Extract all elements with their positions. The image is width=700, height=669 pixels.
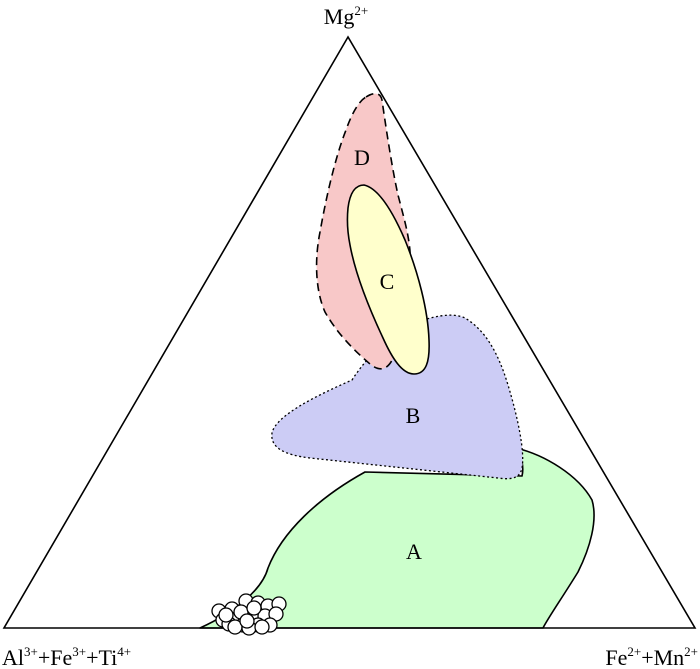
- sample-point: [246, 600, 262, 616]
- field-label-b: B: [406, 403, 421, 428]
- vertex-label-top: Mg2+: [324, 3, 368, 29]
- vertex-bl-sup3: 4+: [117, 644, 131, 659]
- field-label-c: C: [380, 269, 395, 294]
- sample-points: [211, 593, 287, 636]
- field-c: [346, 184, 430, 375]
- field-label-d: D: [354, 145, 370, 170]
- sample-point: [254, 619, 270, 635]
- vertex-bl-part2: +Fe: [38, 645, 72, 669]
- vertex-br-part1: Fe: [605, 645, 627, 669]
- vertex-bl-part3: +Ti: [86, 645, 117, 669]
- ternary-triangle: [2, 35, 697, 629]
- vertex-label-bottom-right: Fe2++Mn2+: [605, 644, 698, 669]
- vertex-bl-sup2: 3+: [72, 644, 86, 659]
- vertex-top-sup: 2+: [354, 3, 368, 18]
- vertex-label-bottom-left: Al3++Fe3++Ti4+: [2, 644, 131, 669]
- vertex-br-part2: +Mn: [641, 645, 684, 669]
- sample-point: [239, 613, 255, 629]
- vertex-bl-part1: Al: [2, 645, 24, 669]
- vertex-bl-sup1: 3+: [24, 644, 38, 659]
- vertex-br-sup1: 2+: [627, 644, 641, 659]
- field-label-a: A: [406, 539, 422, 564]
- sample-point: [218, 607, 234, 623]
- field-b: [271, 314, 524, 480]
- vertex-br-sup2: 2+: [684, 644, 698, 659]
- vertex-top-base: Mg: [324, 4, 355, 29]
